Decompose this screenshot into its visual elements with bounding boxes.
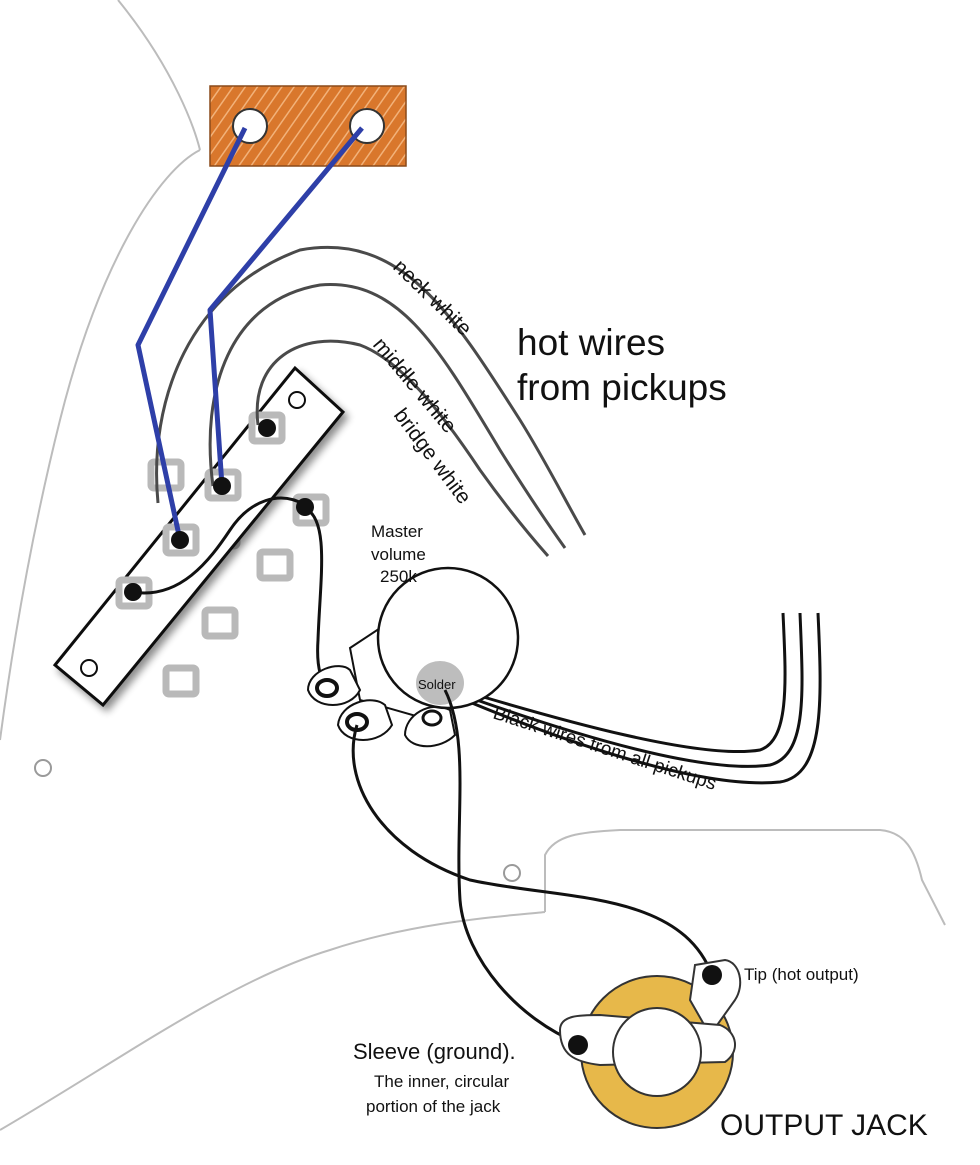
sleeve-label-line3: portion of the jack <box>366 1097 501 1116</box>
solder-label: Solder <box>418 677 456 692</box>
middle-white-wire <box>208 283 567 549</box>
output-jack-label: OUTPUT JACK <box>720 1109 928 1142</box>
neck-white-wire <box>155 245 587 536</box>
black-ground-wires <box>459 612 822 785</box>
tip-solder-dot <box>702 965 722 985</box>
hot-wires-title-line1: hot wires <box>517 322 665 363</box>
switch-mount-hole-bottom <box>80 659 98 677</box>
blue-wires <box>135 126 364 541</box>
mounting-hole-mid <box>503 864 521 882</box>
tip-lug <box>688 958 742 1037</box>
master-label-line2: volume <box>371 545 426 564</box>
switch-jumper-wire <box>131 496 306 595</box>
solder-blob <box>416 661 464 705</box>
hot-wires <box>155 245 587 557</box>
master-label-line1: Master <box>371 522 423 541</box>
hot-wires-title-line2: from pickups <box>517 367 727 408</box>
blue-wire-left <box>135 126 248 541</box>
switch-to-pot-wire <box>304 506 330 690</box>
switch-mount-hole-top <box>288 391 306 409</box>
output-jack <box>558 958 742 1129</box>
sleeve-wire <box>443 689 579 1045</box>
jack-inner <box>612 1007 702 1097</box>
pot-body <box>376 566 520 710</box>
volume-pot <box>306 566 520 748</box>
pot-lug-3 <box>403 705 457 748</box>
tip-wire <box>351 724 714 976</box>
tip-label: Tip (hot output) <box>744 965 859 984</box>
black-wires-label: Black wires from all pickups <box>490 703 718 795</box>
bridge-white-wire <box>255 339 550 557</box>
sleeve-label-line1: Sleeve (ground). <box>353 1039 516 1064</box>
sleeve-label-line2: The inner, circular <box>374 1072 509 1091</box>
pickguard-outline <box>0 0 946 1131</box>
switch-solder-dots <box>124 419 314 601</box>
blue-wire-right <box>207 126 364 487</box>
mounting-hole-left <box>34 759 52 777</box>
sleeve-solder-dot <box>568 1035 588 1055</box>
capacitor <box>209 85 407 167</box>
neck-white-label: neck white <box>389 255 476 340</box>
master-label-line3: 250k <box>380 567 417 586</box>
